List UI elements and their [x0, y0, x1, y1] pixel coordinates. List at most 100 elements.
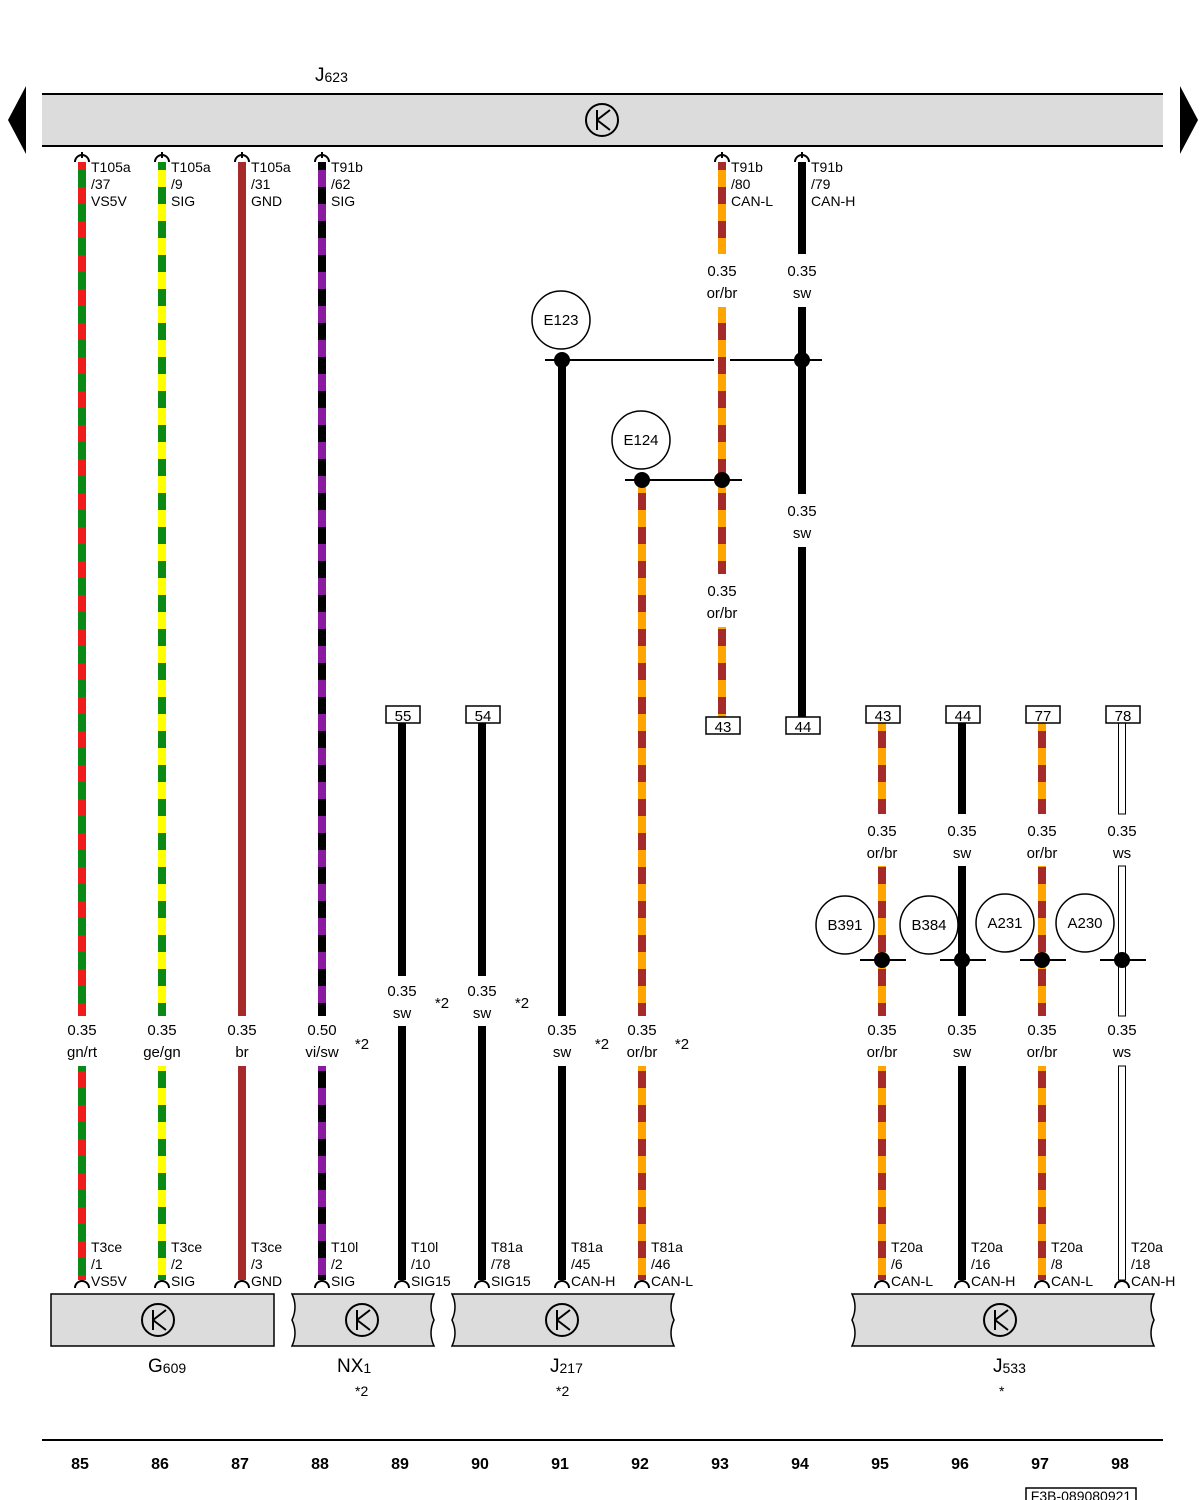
ref-44-upper: 44 — [795, 719, 812, 736]
connector-refs: 55 54 43 44 43 44 77 78 — [385, 705, 1141, 736]
column-number: 87 — [231, 1456, 249, 1473]
gauge-label-90: 0.35 — [467, 983, 496, 1000]
component-j533-note: * — [999, 1383, 1005, 1399]
ecu-symbol-icon — [345, 1303, 379, 1337]
note-88: *2 — [355, 1036, 369, 1053]
gauge-label-98b: 0.35 — [1107, 1022, 1136, 1039]
color-label-92: or/br — [627, 1044, 658, 1061]
column-numbers: 85 86 87 88 89 90 91 92 93 94 95 96 97 9… — [71, 1456, 1129, 1473]
color-label-96a: sw — [953, 845, 972, 862]
color-label-86: ge/gn — [143, 1044, 181, 1061]
wire-87 — [238, 162, 246, 1016]
color-label-89: sw — [393, 1005, 412, 1022]
wire-85 — [78, 162, 86, 1016]
wire-98 — [1118, 722, 1126, 1281]
ref-55: 55 — [395, 708, 412, 725]
ecu-symbol-icon — [983, 1303, 1017, 1337]
ecu-symbol-icon — [545, 1303, 579, 1337]
gauge-label-95b: 0.35 — [867, 1022, 896, 1039]
wire-96 — [958, 723, 966, 814]
component-boxes — [50, 1293, 1156, 1347]
gauge-label-96a: 0.35 — [947, 823, 976, 840]
gauge-label-85: 0.35 — [67, 1022, 96, 1039]
component-labels: G609 NX1 *2 J217 *2 J533 * — [148, 1356, 1026, 1399]
gauge-label-91: 0.35 — [547, 1022, 576, 1039]
color-label-94b: sw — [793, 525, 812, 542]
page-next-arrow-icon[interactable] — [1180, 86, 1198, 154]
wire-88 — [318, 162, 326, 1016]
wire-93 — [718, 162, 726, 254]
wire-labels: 0.35 gn/rt 0.35 ge/gn 0.35 br 0.50 vi/sw… — [67, 263, 1137, 1061]
color-label-93a: or/br — [707, 285, 738, 302]
gauge-label-97b: 0.35 — [1027, 1022, 1056, 1039]
column-number: 94 — [791, 1456, 809, 1473]
color-label-91: sw — [553, 1044, 572, 1061]
note-91: *2 — [595, 1036, 609, 1053]
wire-91 — [558, 360, 566, 1016]
splice-nodes — [554, 352, 1130, 968]
column-number: 97 — [1031, 1456, 1049, 1473]
color-label-94a: sw — [793, 285, 812, 302]
ecu-symbol-icon — [585, 103, 619, 137]
gauge-label-89: 0.35 — [387, 983, 416, 1000]
ref-77: 77 — [1035, 708, 1052, 725]
gauge-label-87: 0.35 — [227, 1022, 256, 1039]
column-number: 98 — [1111, 1456, 1129, 1473]
color-label-90: sw — [473, 1005, 492, 1022]
wire-89 — [398, 723, 406, 976]
gauge-label-86: 0.35 — [147, 1022, 176, 1039]
component-j533-box — [850, 1293, 1156, 1347]
component-j533-label: J533 — [993, 1356, 1026, 1377]
splice-e123: E123 — [543, 312, 578, 329]
component-g609-box — [50, 1293, 275, 1347]
wire-94 — [798, 162, 806, 254]
control-unit-j623: J623 — [42, 65, 1163, 147]
column-number: 96 — [951, 1456, 969, 1473]
wire-90 — [478, 723, 486, 976]
wire-92 — [638, 480, 646, 1016]
color-label-98b: ws — [1112, 1044, 1131, 1061]
page-prev-arrow-icon[interactable] — [8, 86, 26, 154]
column-number: 86 — [151, 1456, 169, 1473]
wire-95 — [878, 723, 886, 814]
component-nx1-label: NX1 — [337, 1356, 371, 1377]
ref-54: 54 — [475, 708, 492, 725]
component-j217-label: J217 — [550, 1356, 583, 1377]
gauge-label-94b: 0.35 — [787, 503, 816, 520]
gauge-label-96b: 0.35 — [947, 1022, 976, 1039]
gauge-label-97a: 0.35 — [1027, 823, 1056, 840]
gauge-label-92: 0.35 — [627, 1022, 656, 1039]
splice-b391: B391 — [827, 917, 862, 934]
top-pin-hooks — [74, 152, 810, 163]
splice-labels: E123 E124 B391 B384 A231 A230 — [531, 290, 1115, 955]
component-j217-note: *2 — [556, 1383, 569, 1399]
component-g609-label: G609 — [148, 1356, 186, 1377]
wire-86 — [158, 162, 166, 1016]
splice-a230: A230 — [1067, 915, 1102, 932]
column-number: 88 — [311, 1456, 329, 1473]
ref-78: 78 — [1115, 708, 1132, 725]
diagram-code: F3B-089080921 — [1025, 1487, 1137, 1500]
bottom-pin-hooks — [74, 1280, 1130, 1289]
color-label-95b: or/br — [867, 1044, 898, 1061]
note-90: *2 — [515, 995, 529, 1012]
note-92: *2 — [675, 1036, 689, 1053]
